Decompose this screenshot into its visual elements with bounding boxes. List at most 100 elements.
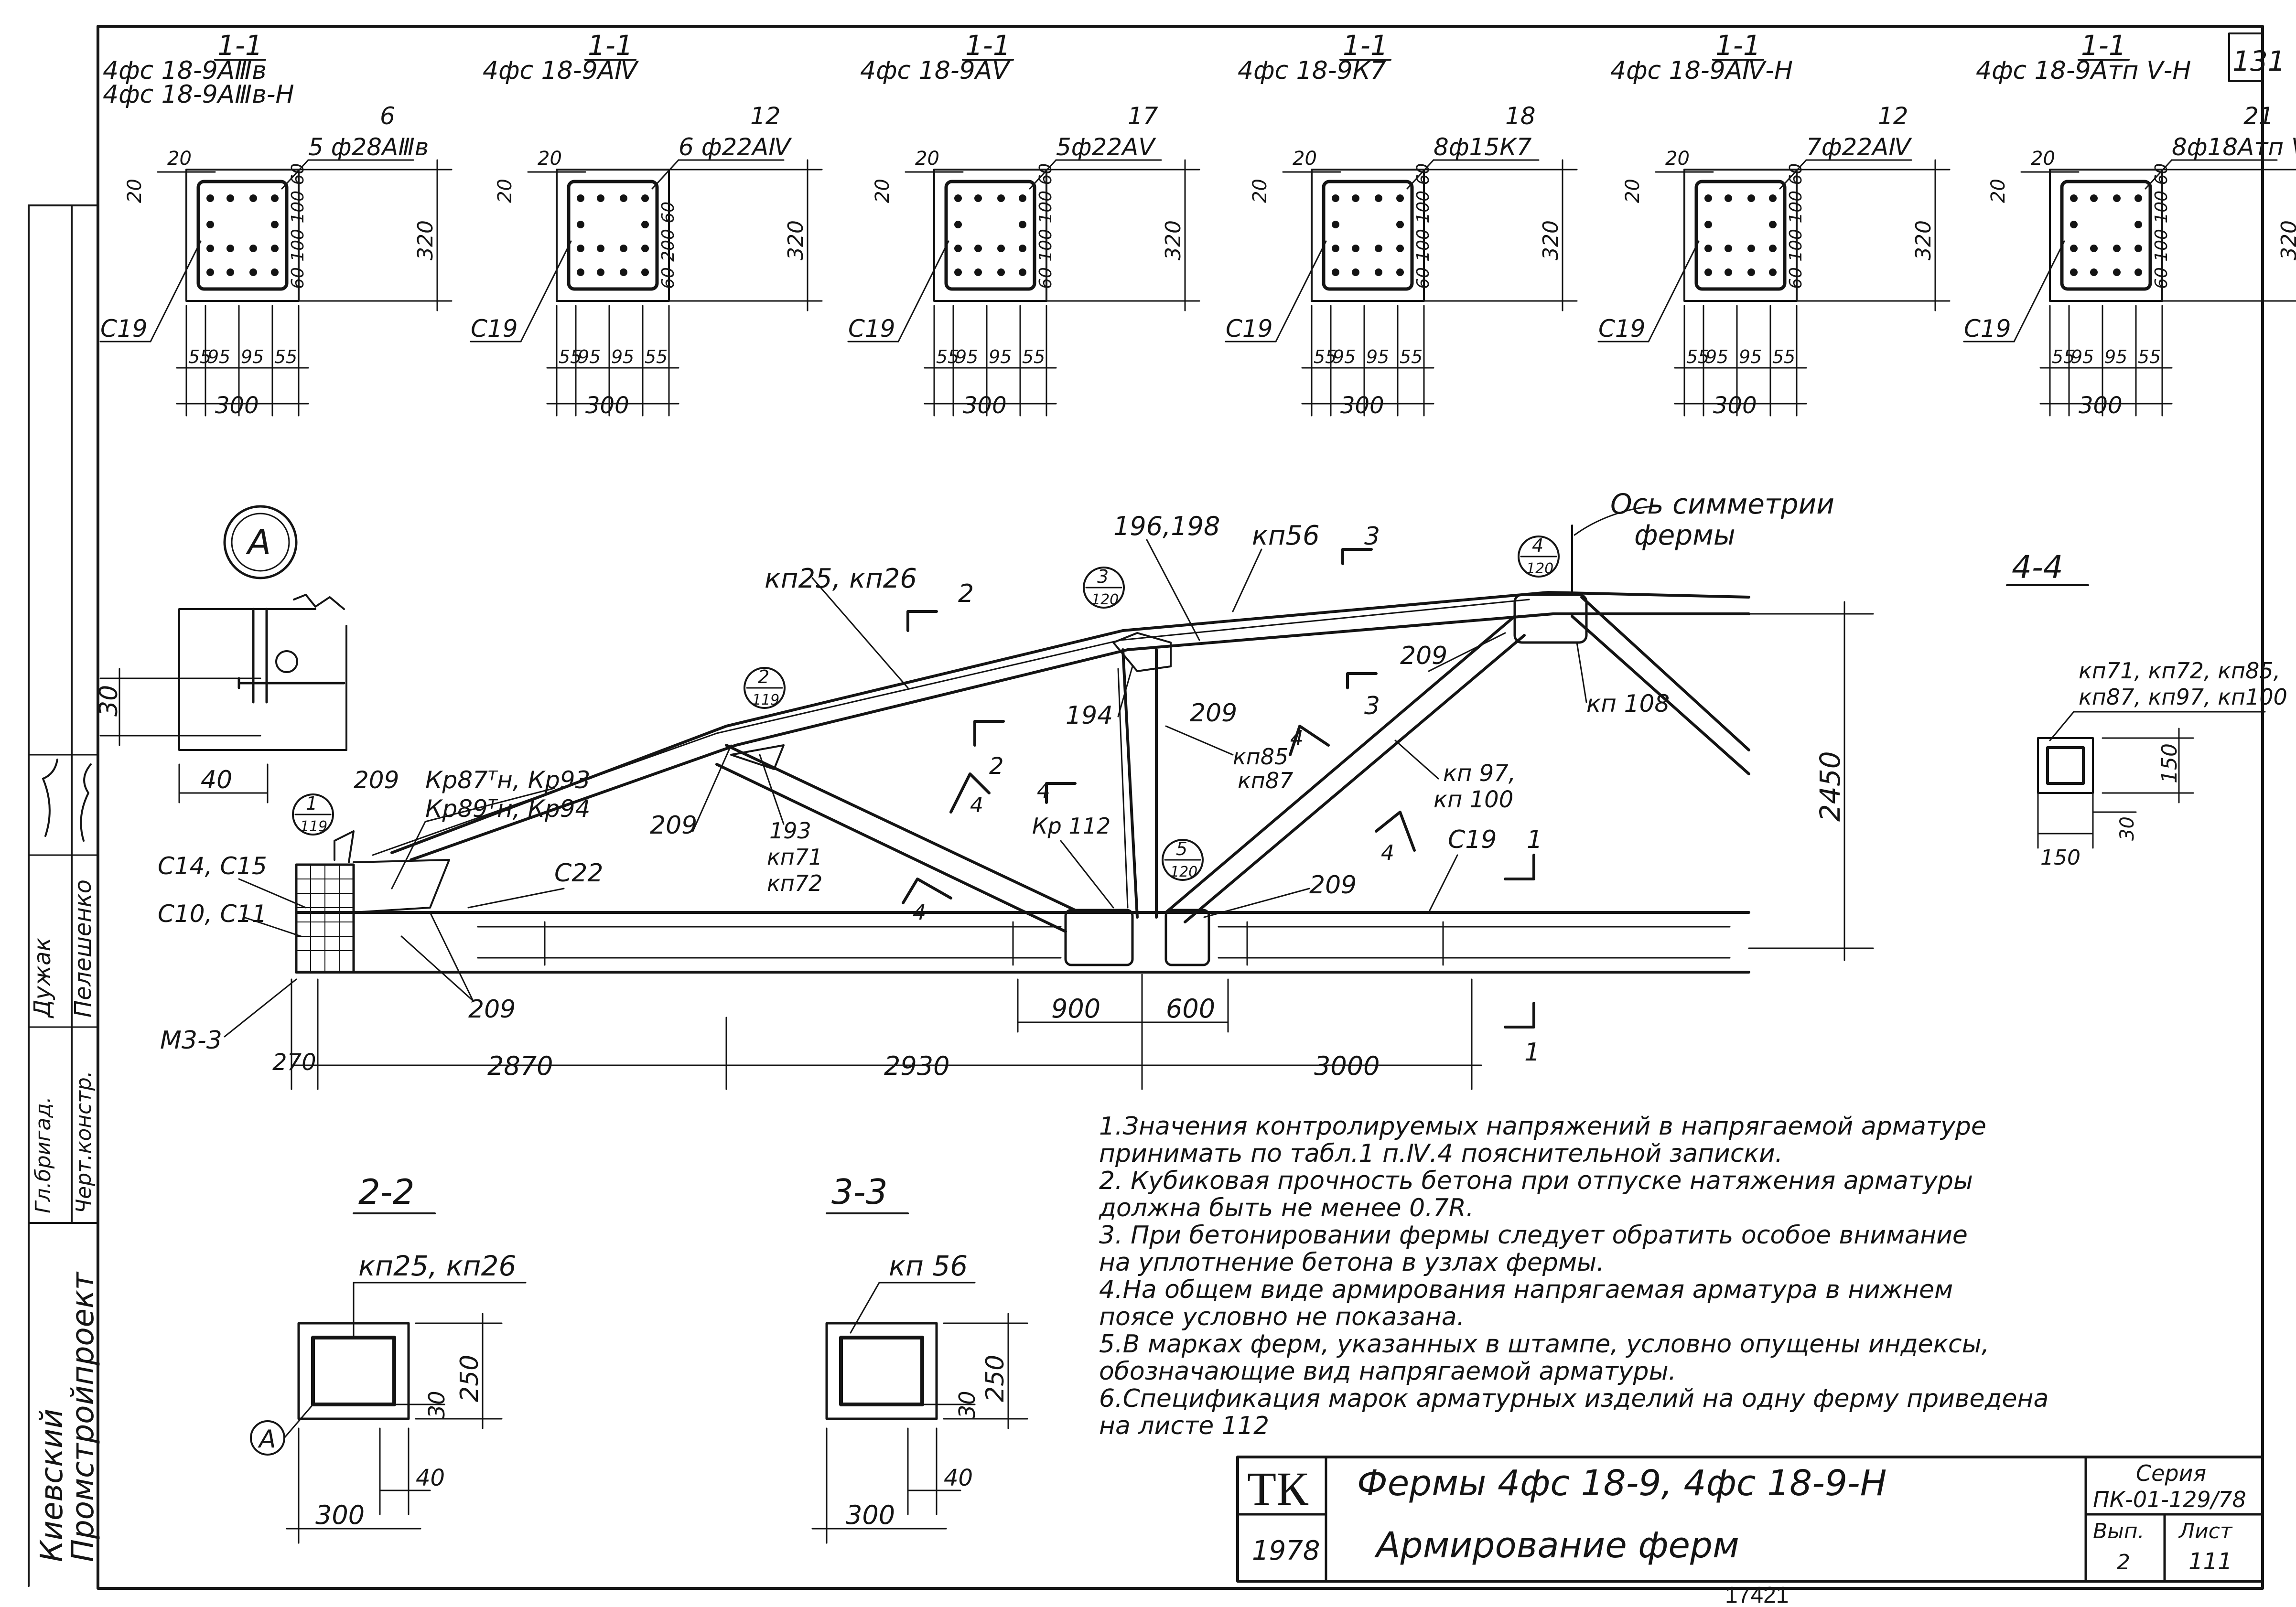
label-kr87: Кр87ᵀн, Кр93 — [425, 766, 590, 794]
cut-1-b: 1 — [1524, 1038, 1540, 1067]
rebar-dot — [1769, 221, 1777, 228]
clamp-label: С19 — [1598, 315, 1646, 343]
label-196: 196,198 — [1113, 511, 1220, 541]
height-dim: 320 — [1161, 220, 1186, 260]
svg-text:120: 120 — [1091, 591, 1119, 608]
node-marker-3: 3 120 — [1083, 566, 1125, 609]
truss-elevation: Ось симметрии фермы 2450 270 2870 2930 3… — [158, 488, 1874, 1090]
total-width: 300 — [2079, 392, 2123, 419]
section-4-4-dim-150b: 150 — [2040, 846, 2080, 870]
rebar-dot — [1019, 268, 1026, 276]
rebar-dot — [226, 194, 234, 202]
dim-270: 270 — [272, 1049, 316, 1076]
rebar-dot — [1704, 245, 1712, 252]
section-mark: 4фс 18-9АⅣ — [483, 56, 639, 85]
rebar-dot — [271, 221, 279, 228]
rebar-dot — [1747, 268, 1755, 276]
label-209-e: 209 — [650, 811, 697, 840]
svg-text:5: 5 — [1176, 838, 1187, 859]
rebar-dot — [2090, 245, 2098, 252]
section-title: 1-1 — [2081, 29, 2126, 62]
section-4-4-dim-30: 30 — [2116, 816, 2138, 841]
note-line: 2. Кубиковая прочность бетона при отпуск… — [1099, 1167, 1973, 1195]
width-dim: 55 — [1022, 346, 1045, 367]
rebar-dot — [620, 245, 627, 252]
section-3-3-dim-250: 250 — [981, 1355, 1010, 1402]
note-line: 1.Значения контролируемых напряжений в н… — [1099, 1112, 1986, 1141]
cover-dim-side: 20 — [494, 179, 516, 203]
rebar-dot — [997, 268, 1005, 276]
rebar-pos: 21 — [2243, 102, 2274, 130]
general-notes: 1.Значения контролируемых напряжений в н… — [1099, 1112, 2048, 1440]
svg-text:4: 4 — [1532, 535, 1543, 556]
width-dim: 95 — [611, 346, 634, 367]
width-dim: 55 — [188, 346, 211, 367]
width-dim: 55 — [2052, 346, 2075, 367]
cover-dim-side: 20 — [1249, 179, 1271, 203]
rebar-dot — [1704, 268, 1712, 276]
name-1: Дужак — [29, 937, 56, 1018]
rebar-dot — [620, 194, 627, 202]
rebar-dot — [1725, 268, 1732, 276]
cover-dim-top: 20 — [2031, 148, 2055, 170]
spacing-dims: 60 100 100 60 — [288, 163, 308, 289]
rebar-dot — [1019, 194, 1026, 202]
rebar-spec: 5 ф28АⅢв — [308, 133, 429, 161]
rebar-dot — [1769, 268, 1777, 276]
section-title: 1-1 — [1343, 29, 1388, 62]
label-c10: С10, С11 — [158, 900, 267, 928]
section-3-3-title: 3-3 — [831, 1172, 888, 1212]
section-3-3: 3-3 кп 56 250 30 40 300 — [811, 1172, 1028, 1544]
label-kp56: кп56 — [1252, 520, 1320, 551]
rebar-pos: 17 — [1128, 102, 1158, 130]
sheet-value: 111 — [2188, 1548, 2232, 1575]
dim-3000: 3000 — [1314, 1051, 1380, 1081]
section-mark: 4фс 18-9АⅣ-Н — [1610, 56, 1793, 85]
section-2-2-dim-30: 30 — [424, 1391, 450, 1419]
role-1: Гл.бригад. — [31, 1096, 55, 1213]
dim-900: 900 — [1051, 994, 1100, 1024]
height-dim: 320 — [1539, 220, 1563, 260]
clamp-label: С19 — [848, 315, 895, 343]
rebar-dot — [271, 268, 279, 276]
section-title: 1-1 — [1715, 29, 1761, 62]
side-stamp: Киевский Промстройпроект Гл.бригад. Черт… — [28, 204, 101, 1587]
section-3-3-dim-300: 300 — [846, 1500, 895, 1530]
rebar-dot — [577, 245, 584, 252]
label-kr112: Кр 112 — [1032, 813, 1110, 839]
org-name-line2: Промстройпроект — [65, 1271, 101, 1562]
signature-1 — [42, 759, 58, 837]
rebar-dot — [1019, 221, 1026, 228]
rebar-spec: 8ф18Атп Ⅴ — [2172, 133, 2296, 161]
rebar-dot — [1375, 194, 1382, 202]
name-2: Пелешенко — [70, 879, 97, 1018]
rebar-pos: 18 — [1505, 102, 1536, 130]
symmetry-label-1: Ось симметрии — [1610, 488, 1834, 520]
rebar-dot — [954, 221, 962, 228]
svg-text:120: 120 — [1526, 560, 1553, 577]
rebar-dot — [974, 268, 982, 276]
section-mark: 4фс 18-9АⅢв — [103, 56, 267, 85]
rebar-dot — [2134, 194, 2142, 202]
width-dim: 55 — [274, 346, 297, 367]
width-dim: 95 — [1705, 346, 1728, 367]
width-dim: 95 — [1333, 346, 1356, 367]
node-marker-1: 1 119 — [292, 793, 334, 836]
note-line: 4.На общем виде армирования напрягаемая … — [1099, 1275, 1953, 1304]
width-dim: 55 — [559, 346, 582, 367]
section-mark: 4фс 18-9АⅤ — [860, 56, 1011, 85]
rebar-dot — [954, 268, 962, 276]
label-kp87: кп87 — [1238, 768, 1293, 793]
rebar-dot — [1375, 268, 1382, 276]
width-dim: 95 — [1366, 346, 1389, 367]
rebar-dot — [1332, 194, 1339, 202]
label-m33: М3-3 — [160, 1026, 222, 1055]
note-line: должна быть не менее 0.7R. — [1099, 1194, 1474, 1222]
rebar-dot — [206, 245, 214, 252]
rebar-dot — [954, 245, 962, 252]
section-mark: 4фс 18-9АⅢв-Н — [103, 80, 294, 109]
label-kp97: кп 97, — [1443, 760, 1516, 787]
cut-4-c: 4 — [1037, 779, 1050, 803]
clamp-label: С19 — [471, 315, 518, 343]
